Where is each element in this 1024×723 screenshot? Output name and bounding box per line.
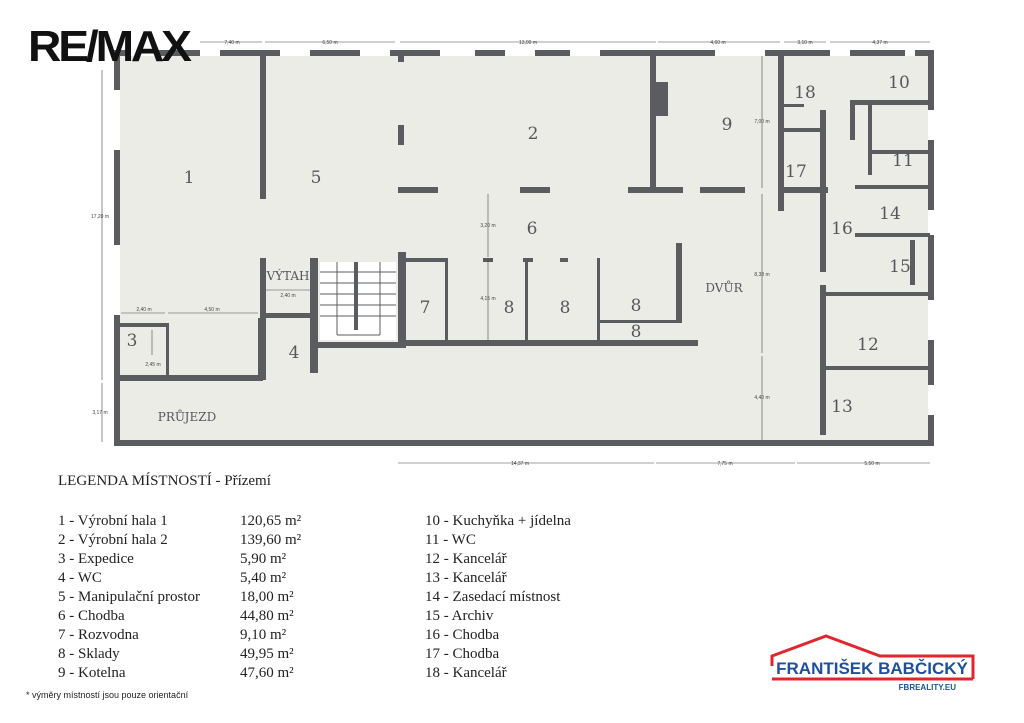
dim-label: 4,15 m: [480, 296, 495, 302]
dim-label: 2,45 m: [145, 362, 160, 368]
legend-row: 9 - Kotelna 47,60 m²: [58, 664, 388, 683]
room-3-label: 3: [127, 331, 138, 351]
area-note: * výměry místností jsou pouze orientační: [26, 690, 189, 700]
legend-row: 11 - WC: [425, 532, 476, 548]
dim-label: 4,60 m: [710, 40, 725, 46]
room-6-label: 6: [527, 219, 538, 239]
fbreality-logo: FRANTIŠEK BABČICKÝ FBREALITY.EU: [770, 634, 975, 692]
room-15-label: 15: [889, 257, 911, 277]
dim-label: 7,40 m: [224, 40, 239, 46]
room-7-label: 7: [420, 298, 431, 318]
agency-url: FBREALITY.EU: [899, 683, 957, 692]
dim-label: 3,20 m: [480, 223, 495, 229]
dim-label: 17,20 m: [91, 214, 109, 220]
house-roof-icon: [770, 634, 975, 679]
room-11-label: 11: [892, 151, 914, 171]
legend-row: 18 - Kancelář: [425, 665, 507, 681]
room-5-label: 5: [311, 168, 322, 188]
dim-label: 2,40 m: [136, 307, 151, 313]
dim-label: 6,50 m: [322, 40, 337, 46]
room-name: 7 - Rozvodna: [58, 627, 139, 643]
dim-label: 7,00 m: [754, 119, 769, 125]
remax-logo: RE/MAX: [28, 22, 192, 71]
room-area: 44,80 m²: [240, 608, 294, 624]
legend-row: 14 - Zasedací místnost: [425, 589, 561, 605]
room-area: 5,40 m²: [240, 570, 287, 586]
room-area: 5,90 m²: [240, 551, 287, 567]
dim-label: 13,00 m: [519, 40, 537, 46]
room-area: 9,10 m²: [240, 627, 287, 643]
legend-row: 17 - Chodba: [425, 646, 500, 662]
room-1-label: 1: [184, 168, 195, 188]
legend-row: 5 - Manipulační prostor 18,00 m²: [58, 588, 388, 607]
dim-label: 5,50 m: [864, 461, 879, 467]
room-name: 8 - Sklady: [58, 646, 120, 662]
legend-row: 10 - Kuchyňka + jídelna: [425, 513, 571, 529]
room-name: 6 - Chodba: [58, 608, 125, 624]
room-8-label: 8: [560, 298, 571, 318]
room-4-label: 4: [289, 343, 300, 363]
legend-row: 1 - Výrobní hala 1 120,65 m²: [58, 512, 388, 531]
room-13-label: 13: [831, 397, 853, 417]
passage-label: PRŮJEZD: [158, 409, 216, 424]
room-name: 4 - WC: [58, 570, 102, 586]
room-10-label: 10: [888, 73, 910, 93]
room-2-label: 2: [528, 124, 539, 144]
dim-label: 14,37 m: [511, 461, 529, 467]
legend-row: 3 - Expedice 5,90 m²: [58, 550, 388, 569]
room-area: 139,60 m²: [240, 532, 302, 548]
room-area: 47,60 m²: [240, 665, 294, 681]
room-18-label: 18: [794, 83, 816, 103]
room-area: 49,95 m²: [240, 646, 294, 662]
room-name: 9 - Kotelna: [58, 665, 126, 681]
dim-label: 4,40 m: [754, 395, 769, 401]
legend-row: 15 - Archiv: [425, 608, 494, 624]
legend-title: LEGENDA MÍSTNOSTÍ - Přízemí: [58, 473, 271, 489]
agency-name: FRANTIŠEK BABČICKÝ: [776, 659, 968, 678]
room-14-label: 14: [879, 204, 901, 224]
dim-label: 2,40 m: [280, 293, 295, 299]
floor-area: [118, 54, 930, 442]
room-16-label: 16: [831, 219, 853, 239]
legend-row: 4 - WC 5,40 m²: [58, 569, 388, 588]
dimension-lines: [101, 41, 930, 464]
room-12-label: 12: [857, 335, 879, 355]
dim-label: 3,10 m: [797, 40, 812, 46]
walls: [114, 50, 934, 446]
dim-label: 4,50 m: [204, 307, 219, 313]
lift-label: VÝTAH: [265, 268, 309, 283]
room-name: 5 - Manipulační prostor: [58, 589, 201, 605]
legend-left-column: 1 - Výrobní hala 1 120,65 m² 2 - Výrobní …: [58, 512, 388, 683]
legend-row: 8 - Sklady 49,95 m²: [58, 645, 388, 664]
room-8-label: 8: [631, 296, 642, 316]
dim-label: 8,38 m: [754, 272, 769, 278]
legend-row: 12 - Kancelář: [425, 551, 507, 567]
room-area: 120,65 m²: [240, 513, 302, 529]
legend-row: 2 - Výrobní hala 2 139,60 m²: [58, 531, 388, 550]
yard-label: DVŮR: [705, 280, 743, 295]
room-17-label: 17: [785, 162, 807, 182]
legend-row: 6 - Chodba 44,80 m²: [58, 607, 388, 626]
legend-row: 7 - Rozvodna 9,10 m²: [58, 626, 388, 645]
room-area: 18,00 m²: [240, 589, 294, 605]
legend-row: 16 - Chodba: [425, 627, 500, 643]
room-name: 2 - Výrobní hala 2: [58, 532, 168, 548]
room-name: 1 - Výrobní hala 1: [58, 513, 168, 529]
legend-row: 13 - Kancelář: [425, 570, 507, 586]
legend-right-column: 10 - Kuchyňka + jídelna 11 - WC 12 - Kan…: [425, 512, 571, 683]
room-labels: 1 2 3 4 5 6 7 8 8 8 8 9 10 11 12 13 14 1…: [127, 73, 914, 424]
room-8-label: 8: [504, 298, 515, 318]
room-8-label: 8: [631, 322, 642, 342]
room-9-label: 9: [722, 115, 733, 135]
room-name: 3 - Expedice: [58, 551, 134, 567]
dimension-labels: 7,40 m 6,50 m 13,00 m 4,60 m 3,10 m 4,37…: [91, 40, 888, 467]
dim-label: 7,75 m: [717, 461, 732, 467]
dim-label: 4,37 m: [872, 40, 887, 46]
dim-label: 3,17 m: [92, 410, 107, 416]
